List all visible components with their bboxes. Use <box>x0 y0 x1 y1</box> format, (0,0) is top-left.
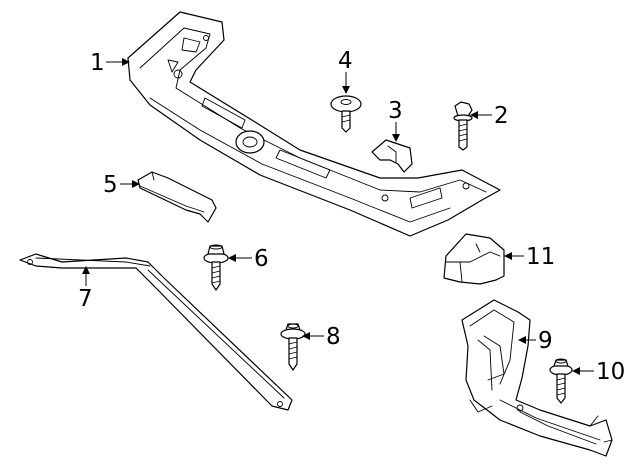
callout-1: 1 <box>90 50 105 76</box>
callout-11: 11 <box>526 244 555 270</box>
callout-8: 8 <box>326 324 341 350</box>
part-1-support-bar <box>127 11 501 237</box>
part-11-bracket-cover <box>443 233 505 285</box>
part-3-clip <box>371 139 413 173</box>
callout-2: 2 <box>494 103 509 129</box>
callout-10: 10 <box>596 359 625 385</box>
callout-7: 7 <box>78 286 93 312</box>
part-2-bolt <box>453 101 473 151</box>
part-8-bolt <box>280 323 306 371</box>
callout-4: 4 <box>338 48 353 74</box>
part-7-brace <box>19 253 293 411</box>
part-4-push-pin <box>330 95 362 133</box>
callout-6: 6 <box>254 246 269 272</box>
leader-lines <box>82 58 594 375</box>
callout-5: 5 <box>103 172 118 198</box>
part-6-bolt <box>203 244 229 291</box>
part-9-mounting-bracket <box>461 299 613 457</box>
callout-3: 3 <box>388 98 403 124</box>
part-10-bolt <box>549 358 573 404</box>
callout-labels: 1 2 3 4 5 6 7 8 9 10 11 <box>78 48 625 385</box>
callout-9: 9 <box>538 328 553 354</box>
part-5-bracket <box>137 171 217 223</box>
